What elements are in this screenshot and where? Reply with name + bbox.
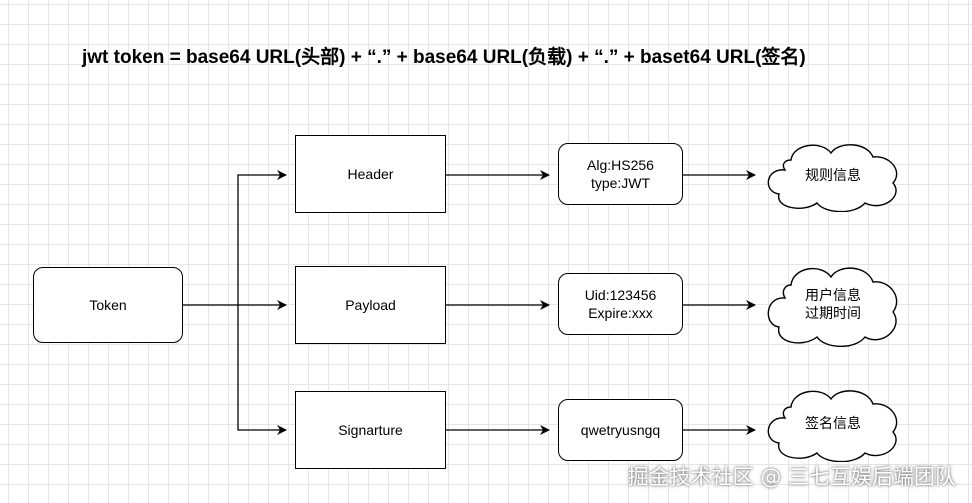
payload-cloud-line-2: 过期时间 xyxy=(805,306,861,322)
cloud-shape-icon xyxy=(767,390,898,462)
payload-detail-box: Uid:123456 Expire:xxx xyxy=(558,273,683,335)
header-box: Header xyxy=(295,135,446,213)
signature-cloud: 签名信息 xyxy=(763,386,903,462)
token-to-header-arrow xyxy=(237,170,287,305)
signature-label: Signarture xyxy=(338,422,403,438)
token-label: Token xyxy=(89,297,127,313)
header-detail-line-2: type:JWT xyxy=(590,175,651,191)
signature-box: Signarture xyxy=(295,391,446,469)
signature-detail-box: qwetryusngq xyxy=(558,399,683,461)
header-cloud: 规则信息 xyxy=(763,140,903,212)
header-label: Header xyxy=(347,166,394,182)
token-to-signature-arrow xyxy=(237,305,287,435)
diagram-title: jwt token = base64 URL(头部) + “.” + base6… xyxy=(82,47,806,68)
signature-cloud-line-1: 签名信息 xyxy=(805,416,861,432)
cloud-shape-icon xyxy=(767,144,898,212)
payload-label: Payload xyxy=(345,297,396,313)
header-detail-line-1: Alg:HS256 xyxy=(587,157,654,173)
payload-box: Payload xyxy=(295,266,446,344)
header-detail-box: Alg:HS256 type:JWT xyxy=(558,143,683,205)
token-node: Token xyxy=(33,267,183,343)
payload-cloud: 用户信息 过期时间 xyxy=(763,263,903,347)
payload-detail-line-2: Expire:xxx xyxy=(588,305,653,321)
signature-detail-line-1: qwetryusngq xyxy=(580,422,661,438)
header-cloud-line-1: 规则信息 xyxy=(805,168,861,184)
cloud-shape-icon xyxy=(767,267,898,347)
watermark: 掘金技术社区 @ 三七互娱后端团队 xyxy=(627,465,956,489)
payload-detail-line-1: Uid:123456 xyxy=(584,287,657,303)
payload-cloud-line-1: 用户信息 xyxy=(805,288,861,304)
